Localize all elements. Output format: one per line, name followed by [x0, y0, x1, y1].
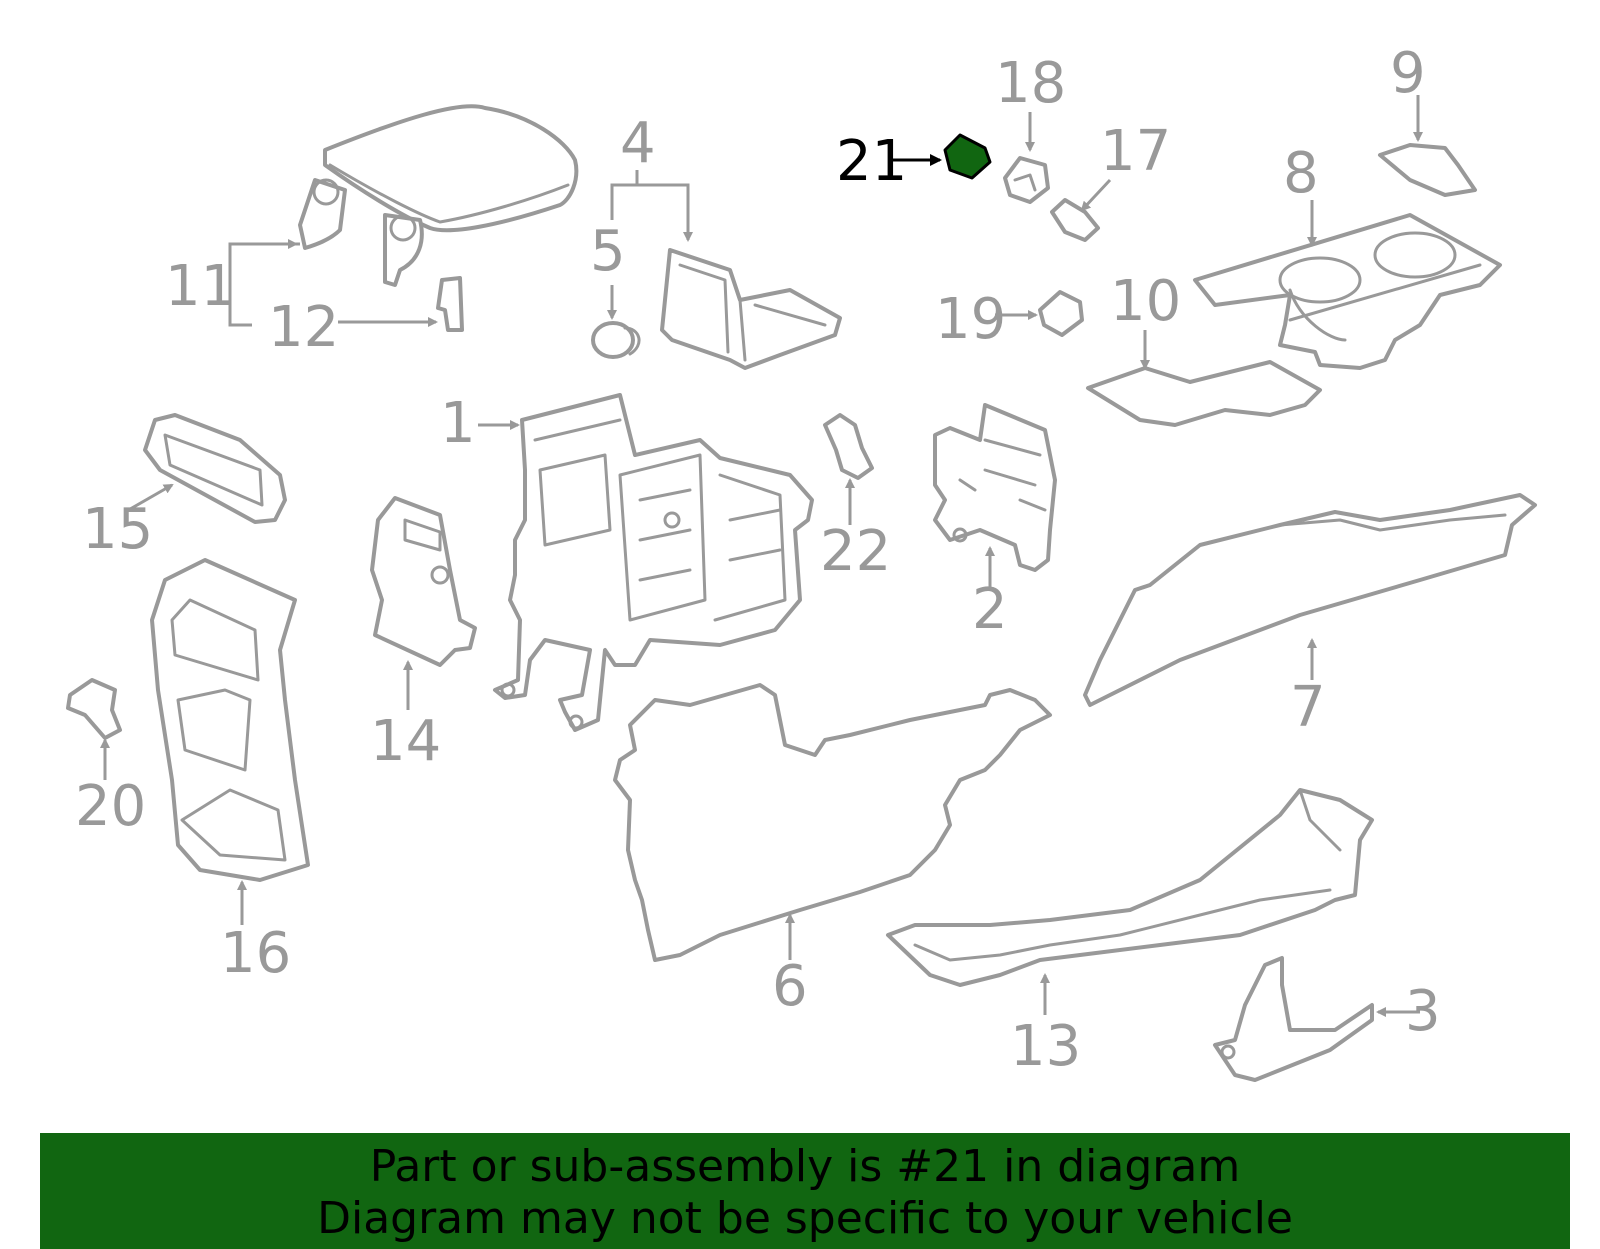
part-6-drawing — [613, 683, 1052, 962]
part-17-drawing — [1050, 198, 1100, 242]
part-13-drawing — [886, 788, 1374, 987]
footer-line-2: Diagram may not be specific to your vehi… — [317, 1193, 1293, 1244]
part-9-drawing — [1378, 143, 1477, 197]
callout-label-18: 18 — [995, 51, 1066, 116]
callout-label-5: 5 — [590, 219, 626, 284]
part-10-drawing — [1086, 360, 1322, 427]
storage-tray-drawing — [591, 248, 842, 370]
callout-label-2: 2 — [972, 577, 1008, 642]
callout-label-19: 19 — [935, 287, 1006, 352]
callout-label-22: 22 — [820, 519, 891, 584]
callout-label-11: 11 — [165, 254, 236, 319]
callout-label-10: 10 — [1110, 269, 1181, 334]
callout-label-8: 8 — [1283, 141, 1319, 206]
callout-label-15: 15 — [82, 497, 153, 562]
part-19-drawing — [1038, 290, 1084, 337]
leader-15 — [124, 483, 174, 514]
part-2-drawing — [933, 403, 1057, 572]
footer-banner: Part or sub-assembly is #21 in diagram D… — [40, 1133, 1570, 1249]
part-15-drawing — [143, 413, 287, 524]
footer-line-1: Part or sub-assembly is #21 in diagram — [369, 1141, 1241, 1192]
part-3-drawing — [1213, 956, 1374, 1082]
callout-label-17: 17 — [1100, 119, 1171, 184]
part-7-drawing — [1083, 493, 1537, 707]
callout-label-1: 1 — [440, 391, 476, 456]
armrest-lid-drawing — [298, 104, 579, 332]
part-14-drawing — [370, 496, 477, 667]
callout-label-3: 3 — [1405, 979, 1441, 1044]
callout-label-14: 14 — [370, 709, 441, 774]
part-16-drawing — [150, 558, 310, 882]
callout-label-7: 7 — [1290, 675, 1326, 740]
callout-label-13: 13 — [1010, 1014, 1081, 1079]
part-21-drawing — [943, 133, 992, 180]
leader-17 — [1080, 178, 1112, 212]
part-20-drawing — [66, 678, 122, 740]
callout-label-6: 6 — [772, 954, 808, 1019]
callout-label-20: 20 — [75, 774, 146, 839]
callout-label-4: 4 — [620, 111, 656, 176]
callout-label-12: 12 — [268, 295, 339, 360]
cup-holder-drawing — [1193, 213, 1502, 370]
callout-label-21: 21 — [836, 129, 907, 194]
part-18-drawing — [1003, 156, 1050, 204]
callout-label-9: 9 — [1390, 41, 1426, 106]
callout-label-16: 16 — [220, 921, 291, 986]
part-1-drawing — [493, 393, 814, 732]
part-22-drawing — [823, 413, 874, 480]
